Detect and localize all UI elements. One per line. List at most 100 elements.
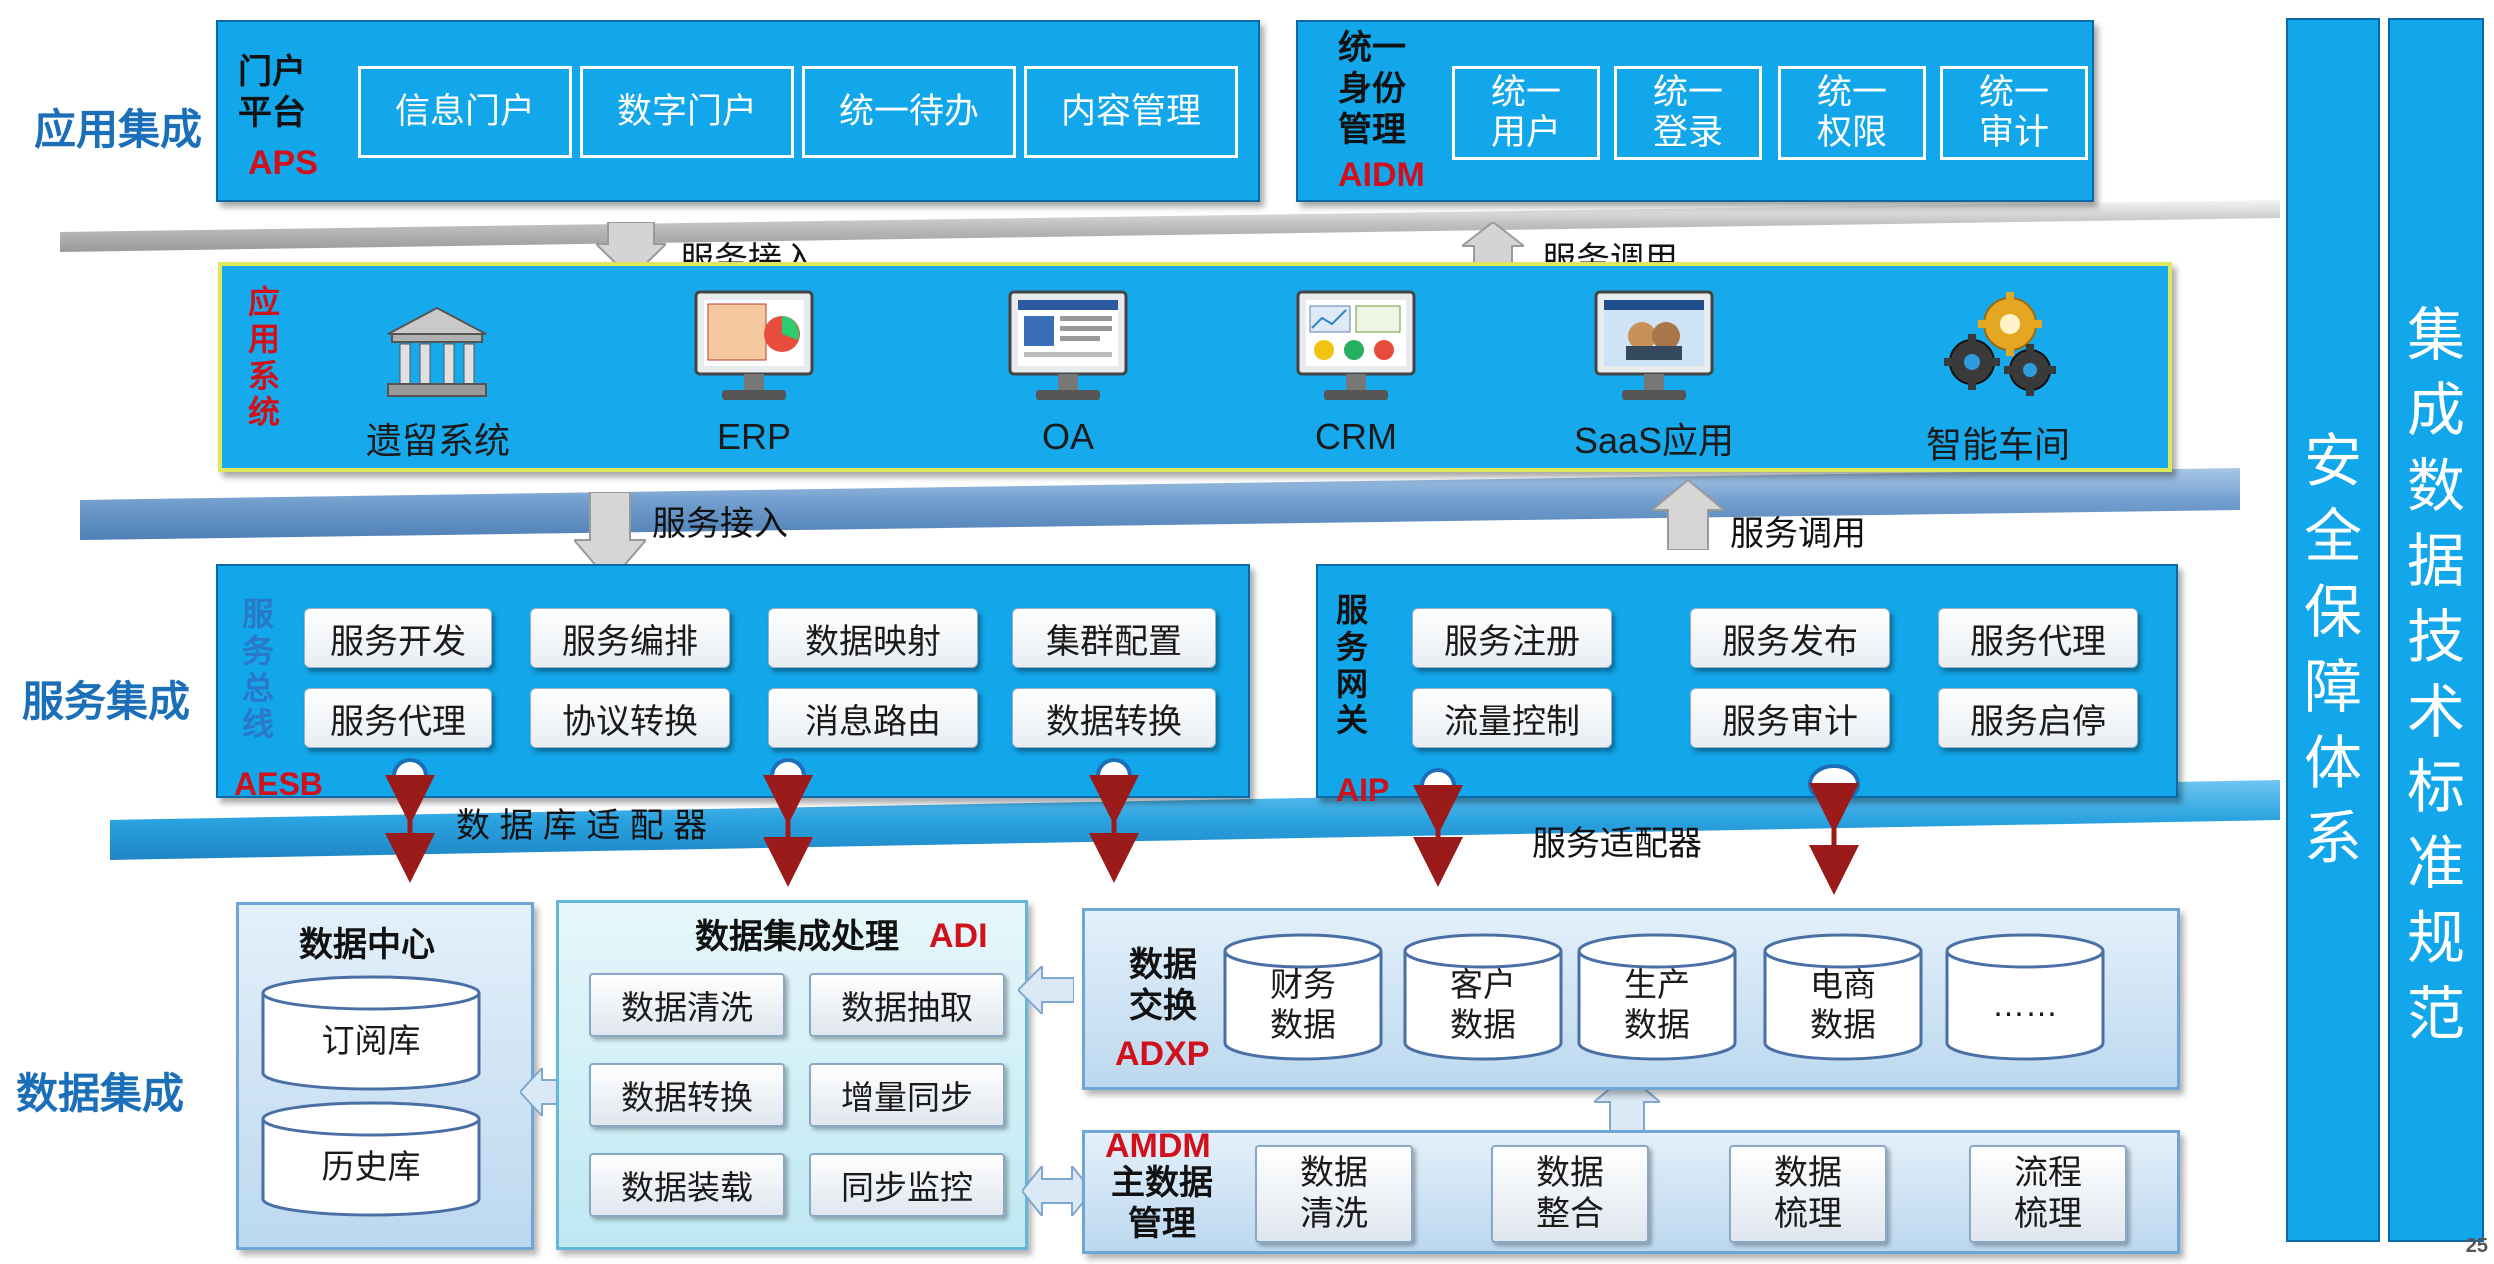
adi-item-transform[interactable]: 数据转换 — [589, 1063, 785, 1127]
app-systems-title: 应 用 系 统 — [247, 284, 280, 431]
up-arrow-icon — [1652, 480, 1724, 550]
aesb-code: AESB — [234, 766, 323, 802]
amdm-panel: AMDM 主数据 管理 数据 清洗 数据 整合 数据 梳理 流程 梳理 — [1082, 1127, 2180, 1254]
customer-db-label: 客户 数据 — [1450, 966, 1516, 1043]
aps-item-unified-todo[interactable]: 统一待办 — [802, 66, 1016, 158]
aip-title: 服 务 网 关 — [1335, 592, 1368, 739]
adi-code: ADI — [929, 917, 988, 955]
page-number: 25 — [2465, 1235, 2488, 1257]
up-arrow-icon — [1462, 222, 1524, 274]
down-arrow-icon — [574, 492, 646, 582]
connector-node — [1420, 768, 1456, 804]
left-arrow-icon — [520, 1068, 560, 1116]
data-center-title: 数据中心 — [299, 926, 435, 964]
adi-item-incremental-sync[interactable]: 增量同步 — [809, 1063, 1005, 1127]
aesb-item-data-mapping[interactable]: 数据映射 — [768, 608, 978, 668]
history-db-icon — [261, 1101, 481, 1217]
connector-node — [392, 758, 428, 794]
flow-label-access-2: 服务接入 — [652, 505, 788, 543]
aesb-item-service-proxy[interactable]: 服务代理 — [304, 688, 492, 748]
aip-panel: 服 务 网 关 AIP 服务注册 服务发布 服务代理 流量控制 服务审计 服务启… — [1316, 564, 2178, 808]
adxp-panel: 数据 交换 ADXP 财务 数据 客户 数据 生产 数据 电商 数据 …… — [1082, 908, 2180, 1090]
double-arrow-icon — [1022, 1166, 1092, 1216]
aidm-item-audit[interactable]: 统一 审计 — [1940, 66, 2088, 160]
amdm-item-process[interactable]: 流程 梳理 — [1969, 1145, 2127, 1243]
legacy-building-icon — [387, 306, 487, 397]
aesb-item-orchestration[interactable]: 服务编排 — [530, 608, 730, 668]
aidm-title: 统一 身份 管理 — [1338, 29, 1406, 149]
adi-item-extract[interactable]: 数据抽取 — [809, 973, 1005, 1037]
finance-db-icon — [1223, 933, 1383, 1061]
more-db-icon — [1945, 933, 2105, 1061]
aps-item-content-mgmt[interactable]: 内容管理 — [1024, 66, 1238, 158]
subscription-db-icon — [261, 975, 481, 1091]
aps-panel: 门户 平台 APS 信息门户 数字门户 统一待办 内容管理 — [216, 20, 1260, 202]
aidm-panel: 统一 身份 管理 AIDM 统一 用户 统一 登录 统一 权限 统一 审计 — [1296, 20, 2094, 202]
aesb-item-protocol-conv[interactable]: 协议转换 — [530, 688, 730, 748]
aps-item-digital-portal[interactable]: 数字门户 — [580, 66, 794, 158]
aip-item-proxy[interactable]: 服务代理 — [1938, 608, 2138, 668]
app-systems-panel: 应 用 系 统 遗留系统 ERP OA — [218, 262, 2172, 472]
ecommerce-db-icon — [1763, 933, 1923, 1061]
aip-item-register[interactable]: 服务注册 — [1412, 608, 1612, 668]
adi-item-cleanse[interactable]: 数据清洗 — [589, 973, 785, 1037]
production-db-icon — [1577, 933, 1737, 1061]
adxp-title: 数据 交换 — [1129, 946, 1197, 1025]
down-arrow-icon — [596, 222, 666, 278]
amdm-item-cleanse[interactable]: 数据 清洗 — [1255, 1145, 1413, 1243]
amdm-item-organize[interactable]: 数据 梳理 — [1729, 1145, 1887, 1243]
amdm-code: AMDM — [1105, 1127, 1211, 1165]
connector-node — [1808, 764, 1860, 804]
app-label-legacy: 遗留系统 — [365, 420, 510, 461]
service-adapter-label: 服务适配器 — [1532, 825, 1702, 863]
security-column: 安 全 保 障 体 系 — [2286, 18, 2380, 1242]
adi-item-sync-monitor[interactable]: 同步监控 — [809, 1153, 1005, 1217]
aesb-title: 服 务 总 线 — [241, 596, 274, 743]
production-db-label: 生产 数据 — [1624, 966, 1690, 1043]
adi-item-load[interactable]: 数据装载 — [589, 1153, 785, 1217]
app-label-erp: ERP — [716, 416, 792, 457]
amdm-title: 主数据 管理 — [1111, 1164, 1213, 1243]
finance-db-label: 财务 数据 — [1270, 966, 1336, 1043]
history-db-label: 历史库 — [321, 1148, 421, 1186]
amdm-item-integrate[interactable]: 数据 整合 — [1491, 1145, 1649, 1243]
erp-monitor-icon[interactable] — [692, 288, 816, 406]
customer-db-icon — [1403, 933, 1563, 1061]
aps-item-info-portal[interactable]: 信息门户 — [358, 66, 572, 158]
aps-code: APS — [248, 144, 318, 182]
aesb-item-msg-routing[interactable]: 消息路由 — [768, 688, 978, 748]
flow-label-call-2: 服务调用 — [1730, 515, 1866, 553]
left-arrow-icon — [1018, 966, 1074, 1014]
app-label-oa: OA — [1041, 416, 1094, 457]
aesb-panel: 服 务 总 线 AESB 服务开发 服务编排 数据映射 集群配置 服务代理 协议… — [216, 564, 1250, 802]
layer-label-app: 应用集成 — [34, 106, 203, 153]
standards-column: 集 成 数 据 技 术 标 准 规 范 — [2388, 18, 2484, 1242]
more-db-label: …… — [1992, 986, 2058, 1024]
aidm-item-login[interactable]: 统一 登录 — [1614, 66, 1762, 160]
adi-panel: 数据集成处理 ADI 数据清洗 数据抽取 数据转换 增量同步 数据装载 同步监控 — [556, 900, 1028, 1250]
aidm-item-permission[interactable]: 统一 权限 — [1778, 66, 1926, 160]
data-center-panel: 数据中心 订阅库 历史库 — [236, 902, 534, 1250]
subscription-db-label: 订阅库 — [321, 1022, 421, 1060]
aidm-item-user[interactable]: 统一 用户 — [1452, 66, 1600, 160]
connector-node — [770, 758, 806, 794]
aesb-item-data-conv[interactable]: 数据转换 — [1012, 688, 1216, 748]
aip-item-flow-control[interactable]: 流量控制 — [1412, 688, 1612, 748]
aidm-code: AIDM — [1338, 156, 1425, 194]
db-adapter-label: 数 据 库 适 配 器 — [456, 807, 708, 845]
aip-item-start-stop[interactable]: 服务启停 — [1938, 688, 2138, 748]
oa-monitor-icon[interactable] — [1006, 288, 1130, 406]
aesb-item-service-dev[interactable]: 服务开发 — [304, 608, 492, 668]
aesb-item-cluster-config[interactable]: 集群配置 — [1012, 608, 1216, 668]
crm-monitor-icon[interactable] — [1294, 288, 1418, 406]
layer-label-data: 数据集成 — [16, 1070, 185, 1117]
adi-title: 数据集成处理 — [695, 918, 899, 956]
aip-item-publish[interactable]: 服务发布 — [1690, 608, 1890, 668]
cyan-platform — [110, 780, 2280, 860]
gears-icon[interactable] — [1934, 286, 2064, 406]
aip-item-audit[interactable]: 服务审计 — [1690, 688, 1890, 748]
app-label-crm: CRM — [1315, 416, 1397, 457]
app-label-saas: SaaS应用 — [1573, 420, 1735, 461]
ecommerce-db-label: 电商 数据 — [1810, 966, 1876, 1043]
saas-monitor-icon[interactable] — [1592, 288, 1716, 406]
